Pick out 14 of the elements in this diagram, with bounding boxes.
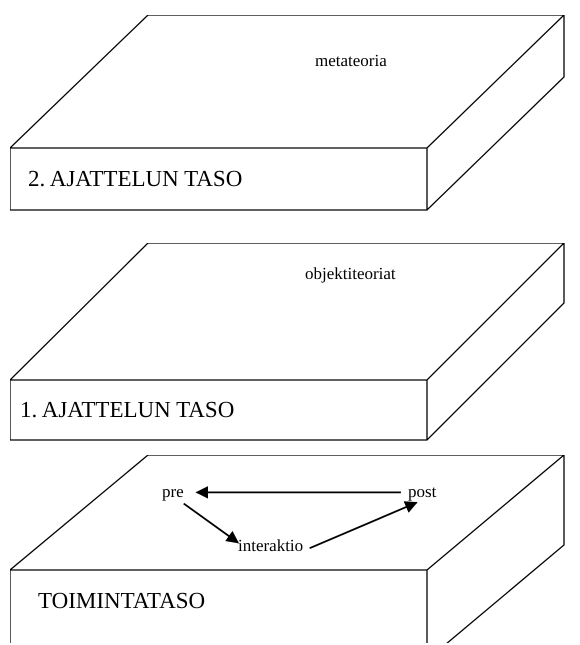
arrow bbox=[196, 486, 401, 499]
layer-slab bbox=[10, 243, 565, 441]
layer-label: objektiteoriat bbox=[305, 265, 396, 284]
arrow bbox=[309, 501, 418, 550]
stage-label: interaktio bbox=[238, 537, 304, 556]
layer-slab bbox=[10, 15, 565, 211]
arrow bbox=[183, 502, 240, 544]
layer-slab bbox=[10, 455, 565, 643]
layer-title: 1. AJATTELUN TASO bbox=[20, 397, 234, 422]
layer-title: 2. AJATTELUN TASO bbox=[28, 166, 242, 192]
stage-label: pre bbox=[162, 483, 184, 502]
layer-title: TOIMINTATASO bbox=[38, 588, 206, 614]
layer-label: metateoria bbox=[315, 52, 387, 71]
stage-label: post bbox=[408, 483, 436, 502]
